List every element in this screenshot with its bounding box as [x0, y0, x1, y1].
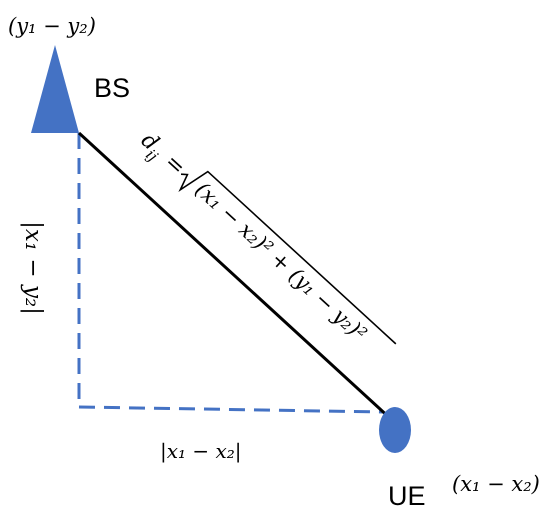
ue-coordinate-label: (x₁ − x₂)	[452, 472, 540, 496]
bs-label: BS	[94, 73, 130, 103]
ue-circle-icon	[379, 407, 411, 453]
distance-formula: d ij = (x₁ − x₂)² + (y₁ − y₂)²	[136, 128, 397, 346]
bs-triangle-icon	[31, 45, 79, 133]
radical-sign-icon	[178, 170, 397, 345]
ue-label: UE	[388, 481, 426, 511]
formula-equals: =	[160, 150, 190, 181]
bs-coordinate-label: (y₁ − y₂)	[8, 14, 96, 38]
hypotenuse-line	[77, 131, 394, 422]
horizontal-distance-label: |x₁ − x₂|	[160, 439, 242, 464]
vertical-distance-label: |x₁ − y₂|	[20, 221, 46, 315]
horizontal-dashed-leg	[78, 405, 385, 414]
